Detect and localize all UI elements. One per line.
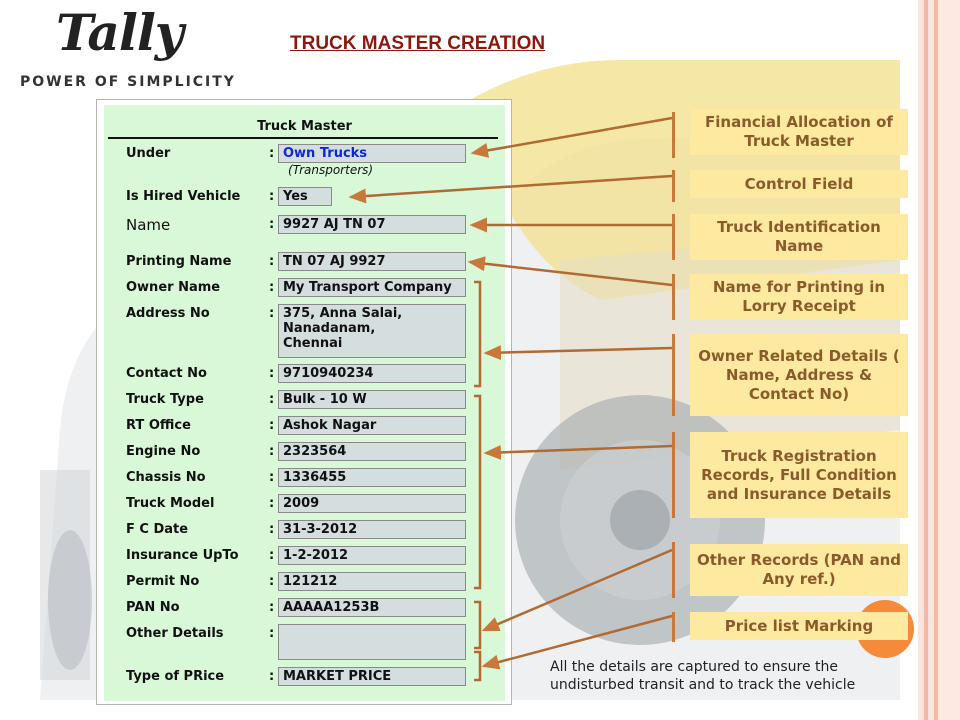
truck-master-form: Truck Master Under : Own Trucks (Transpo… [96,99,512,705]
colon: : [269,626,275,641]
annotation-registration-records: Truck Registration Records, Full Conditi… [690,432,908,518]
chassis-no-label: Chassis No [126,470,206,485]
annotation-bar [672,112,675,158]
annotation-owner-details: Owner Related Details ( Name, Address & … [690,334,908,416]
colon: : [269,254,275,269]
permit-no-label: Permit No [126,574,200,589]
pan-no-field[interactable]: AAAAA1253B [278,598,466,617]
address-field[interactable]: 375, Anna Salai, Nanadanam, Chennai [278,304,466,358]
colon: : [269,306,275,321]
colon: : [269,280,275,295]
is-hired-label: Is Hired Vehicle [126,189,241,204]
printing-name-label: Printing Name [126,254,232,269]
address-label: Address No [126,306,210,321]
colon: : [269,669,275,684]
name-label: Name [126,216,171,234]
truck-type-label: Truck Type [126,392,204,407]
annotation-bar [672,542,675,598]
truck-model-field[interactable]: 2009 [278,494,466,513]
rt-office-label: RT Office [126,418,191,433]
price-type-label: Type of PRice [126,669,225,684]
engine-no-field[interactable]: 2323564 [278,442,466,461]
under-field[interactable]: Own Trucks [278,144,466,163]
colon: : [269,470,275,485]
name-field[interactable]: 9927 AJ TN 07 [278,215,466,234]
annotation-bar [672,214,675,260]
footer-note: All the details are captured to ensure t… [550,659,856,693]
colon: : [269,217,275,232]
owner-name-label: Owner Name [126,280,221,295]
truck-type-field[interactable]: Bulk - 10 W [278,390,466,409]
other-details-label: Other Details [126,626,224,641]
annotation-bar [672,612,675,642]
chassis-no-field[interactable]: 1336455 [278,468,466,487]
annotation-control-field: Control Field [690,170,908,198]
form-panel: Truck Master Under : Own Trucks (Transpo… [104,105,505,701]
under-label: Under [126,146,171,161]
engine-no-label: Engine No [126,444,201,459]
annotation-bar [672,274,675,320]
rt-office-field[interactable]: Ashok Nagar [278,416,466,435]
annotation-price-list: Price list Marking [690,612,908,640]
right-decorative-stripes [918,0,960,720]
colon: : [269,600,275,615]
colon: : [269,366,275,381]
contact-field[interactable]: 9710940234 [278,364,466,383]
form-header-divider [108,137,498,139]
annotation-bar [672,334,675,416]
fc-date-field[interactable]: 31-3-2012 [278,520,466,539]
permit-no-field[interactable]: 121212 [278,572,466,591]
form-header: Truck Master [257,119,352,134]
logo-tagline: POWER OF SIMPLICITY [20,74,236,90]
insurance-label: Insurance UpTo [126,548,239,563]
tally-logo: Tally POWER OF SIMPLICITY [20,4,236,91]
colon: : [269,548,275,563]
annotation-bar [672,432,675,518]
printing-name-field[interactable]: TN 07 AJ 9927 [278,252,466,271]
annotation-other-records: Other Records (PAN and Any ref.) [690,544,908,596]
owner-name-field[interactable]: My Transport Company [278,278,466,297]
logo-wordmark: Tally [56,3,184,62]
colon: : [269,444,275,459]
truck-model-label: Truck Model [126,496,215,511]
other-details-field[interactable] [278,624,466,660]
colon: : [269,496,275,511]
insurance-field[interactable]: 1-2-2012 [278,546,466,565]
contact-label: Contact No [126,366,207,381]
annotation-financial-allocation: Financial Allocation of Truck Master [690,109,908,155]
colon: : [269,392,275,407]
colon: : [269,189,275,204]
annotation-bar [672,170,675,202]
is-hired-field[interactable]: Yes [278,187,332,206]
pan-no-label: PAN No [126,600,180,615]
fc-date-label: F C Date [126,522,189,537]
under-group-note: (Transporters) [288,163,374,177]
colon: : [269,418,275,433]
colon: : [269,146,275,161]
colon: : [269,522,275,537]
annotation-truck-identification: Truck Identification Name [690,214,908,260]
colon: : [269,574,275,589]
page-title: TRUCK MASTER CREATION [290,33,546,54]
price-type-field[interactable]: MARKET PRICE [278,667,466,686]
annotation-printing-name: Name for Printing in Lorry Receipt [690,274,908,320]
